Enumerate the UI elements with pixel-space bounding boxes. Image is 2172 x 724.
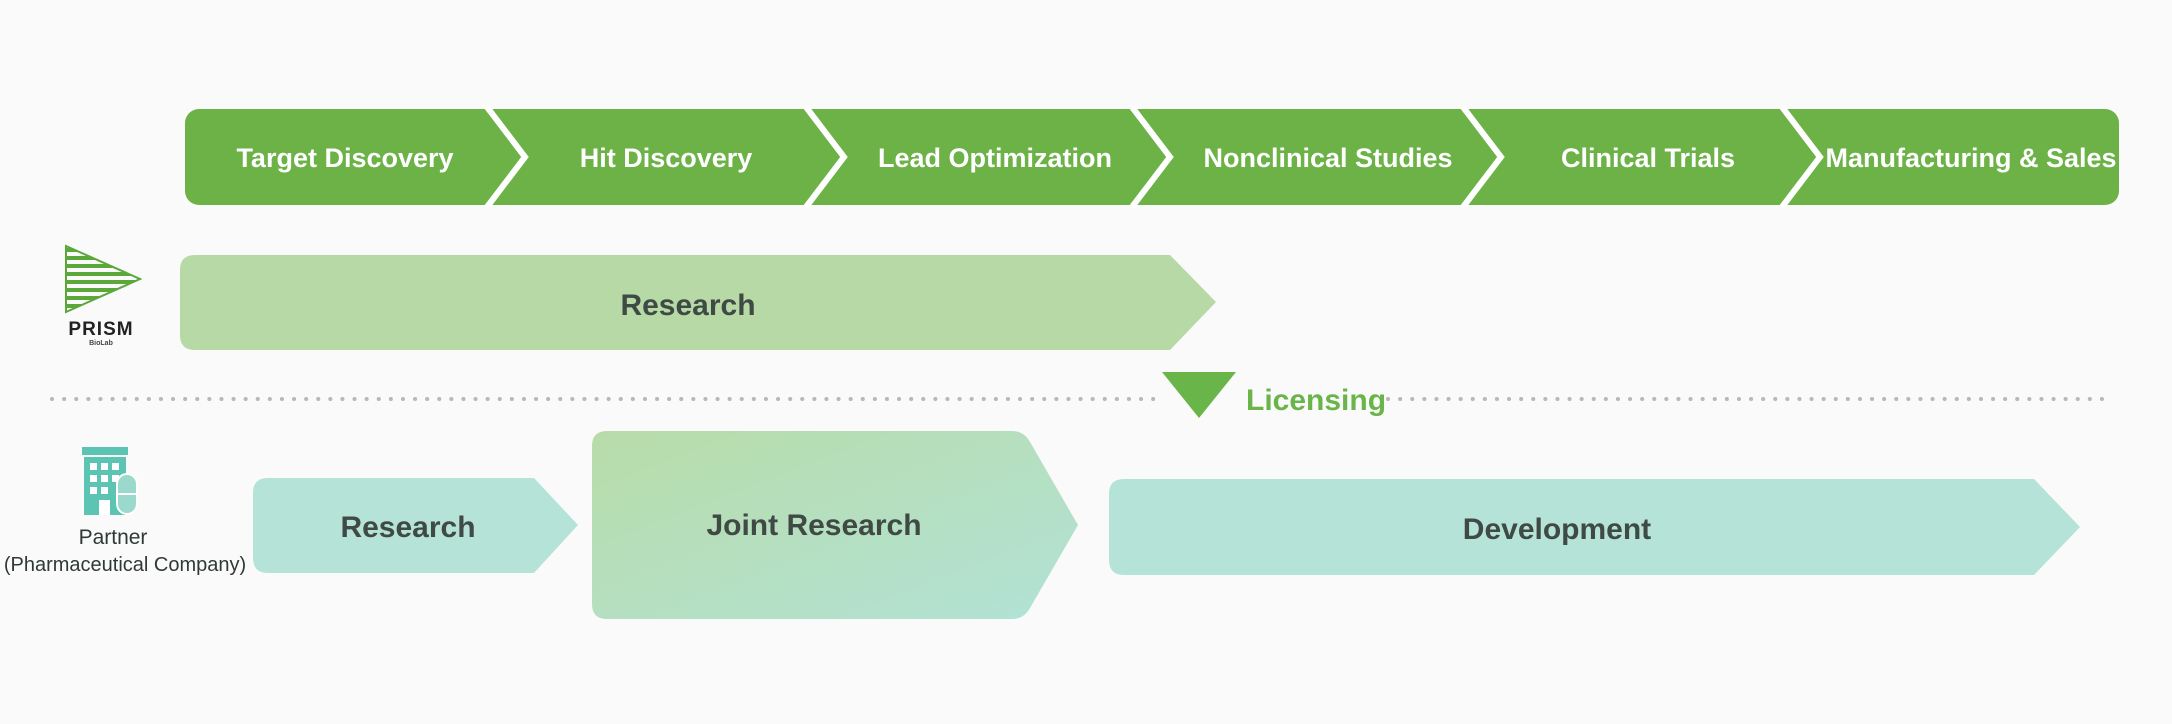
stage-separator bbox=[1779, 105, 1824, 209]
stage-separator bbox=[484, 105, 529, 209]
prism-outline-icon bbox=[65, 244, 143, 314]
stage-header: Target Discovery Hit Discovery Lead Opti… bbox=[185, 105, 2119, 209]
partner-label: Partner bbox=[79, 526, 148, 549]
development-label: Development bbox=[1463, 513, 1651, 546]
stage-nonclinical-studies: Nonclinical Studies bbox=[1203, 143, 1452, 173]
prism-logo-text: PRISM bbox=[68, 319, 133, 340]
partner-research-label: Research bbox=[340, 511, 475, 544]
licensing-label: Licensing bbox=[1246, 384, 1386, 417]
joint-research-label: Joint Research bbox=[706, 509, 921, 542]
stage-hit-discovery: Hit Discovery bbox=[580, 143, 753, 173]
stage-separator bbox=[803, 105, 848, 209]
stage-lead-optimization: Lead Optimization bbox=[878, 143, 1112, 173]
partner-research-shape bbox=[253, 478, 578, 573]
joint-research-shape bbox=[592, 431, 1078, 619]
stage-separator bbox=[1129, 105, 1174, 209]
prism-logo-subtext: BioLab bbox=[89, 340, 113, 347]
partner-research-bar: Research bbox=[253, 478, 578, 573]
stage-separator bbox=[1460, 105, 1505, 209]
prism-logo: PRISM BioLab bbox=[65, 244, 143, 347]
stage-header-background bbox=[185, 109, 2119, 205]
prism-research-label: Research bbox=[620, 289, 755, 322]
licensing-divider: Licensing bbox=[50, 372, 2110, 418]
joint-research-bar: Joint Research bbox=[592, 431, 1078, 619]
stage-manufacturing-sales: Manufacturing & Sales bbox=[1825, 143, 2116, 173]
partner-sublabel: (Pharmaceutical Company) bbox=[4, 554, 246, 576]
stage-clinical-trials: Clinical Trials bbox=[1561, 143, 1735, 173]
development-bar: Development bbox=[1109, 479, 2080, 575]
development-shape bbox=[1109, 479, 2080, 575]
prism-research-bar: Research bbox=[180, 255, 1216, 350]
triangle-down-icon bbox=[1162, 372, 1236, 418]
building-icon bbox=[82, 447, 138, 515]
stage-target-discovery: Target Discovery bbox=[236, 143, 453, 173]
prism-research-shape bbox=[180, 255, 1216, 350]
